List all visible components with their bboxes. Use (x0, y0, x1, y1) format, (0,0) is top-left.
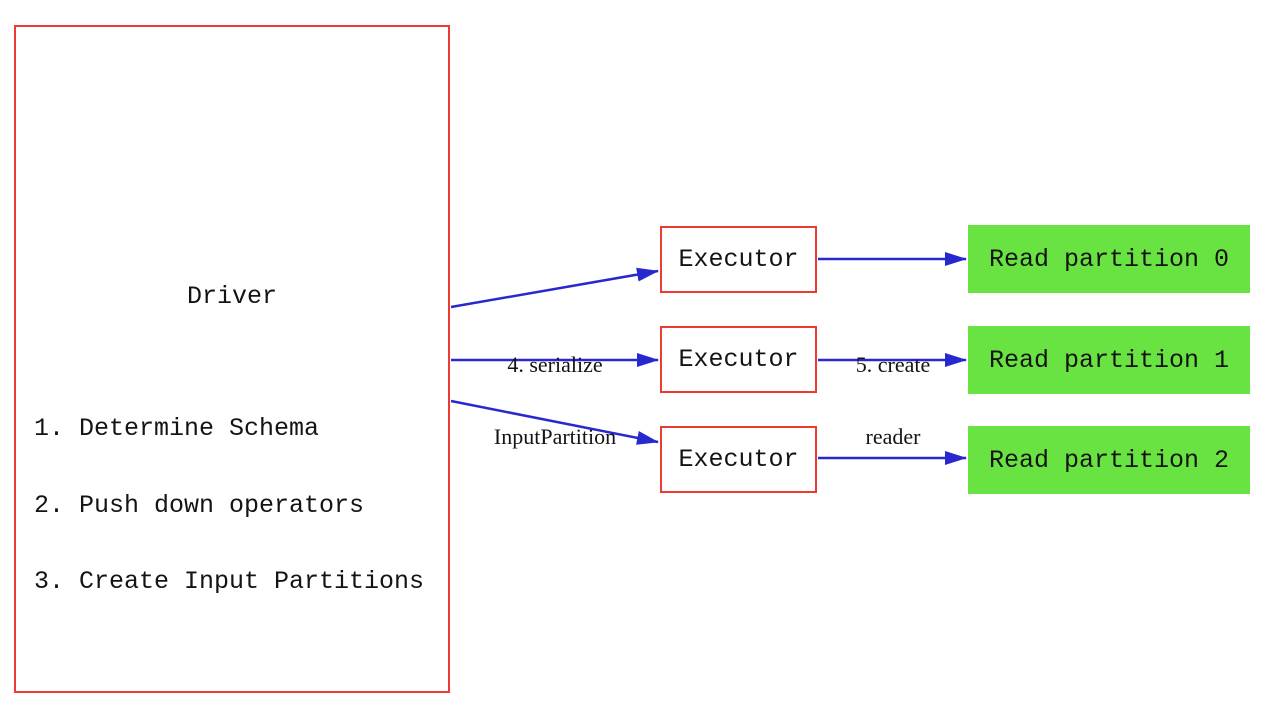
driver-box: Driver 1. Determine Schema 2. Push down … (14, 25, 450, 693)
read-partition-box-0: Read partition 0 (968, 225, 1250, 293)
edge-label-serialize-line1: 4. serialize (507, 352, 603, 377)
driver-step-2: 2. Push down operators (34, 490, 365, 520)
executor-box-3: Executor (660, 426, 817, 493)
driver-title: Driver (186, 282, 277, 311)
executor-label-2: Executor (678, 345, 799, 374)
executor-box-2: Executor (660, 326, 817, 393)
executor-label-1: Executor (678, 245, 799, 274)
edge-label-serialize-line2: InputPartition (493, 424, 617, 449)
driver-steps: 1. Determine Schema 2. Push down operato… (34, 365, 424, 646)
executor-label-3: Executor (678, 445, 799, 474)
edge-label-serialize: 4. serialize InputPartition (455, 305, 655, 497)
read-partition-label-0: Read partition 0 (988, 244, 1230, 274)
edge-label-create-reader-line2: reader (865, 424, 921, 449)
driver-step-3: 3. Create Input Partitions (34, 567, 425, 596)
read-partition-box-2: Read partition 2 (968, 426, 1250, 494)
read-partition-label-2: Read partition 2 (988, 445, 1230, 475)
driver-step-1: 1. Determine Schema (34, 414, 320, 443)
read-partition-box-1: Read partition 1 (968, 326, 1250, 394)
edge-label-create-reader: 5. create reader (818, 305, 968, 497)
read-partition-label-1: Read partition 1 (988, 345, 1230, 375)
edge-label-create-reader-line1: 5. create (855, 352, 931, 377)
arrow-driver-to-executor-1 (450, 267, 659, 309)
executor-box-1: Executor (660, 226, 817, 293)
